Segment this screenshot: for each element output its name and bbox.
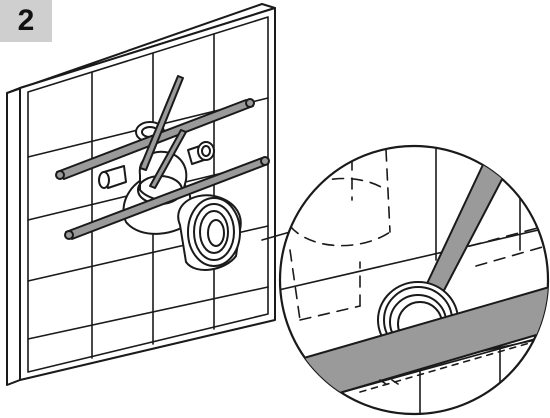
screwdriver-icon bbox=[139, 75, 187, 189]
alignment-bar-lower bbox=[64, 156, 270, 240]
detail-leader-line bbox=[261, 231, 291, 241]
magnified-detail-circle bbox=[278, 144, 550, 416]
step-number-badge: 2 bbox=[0, 0, 52, 42]
outlet-flange bbox=[177, 194, 242, 271]
step-number: 2 bbox=[17, 4, 35, 37]
